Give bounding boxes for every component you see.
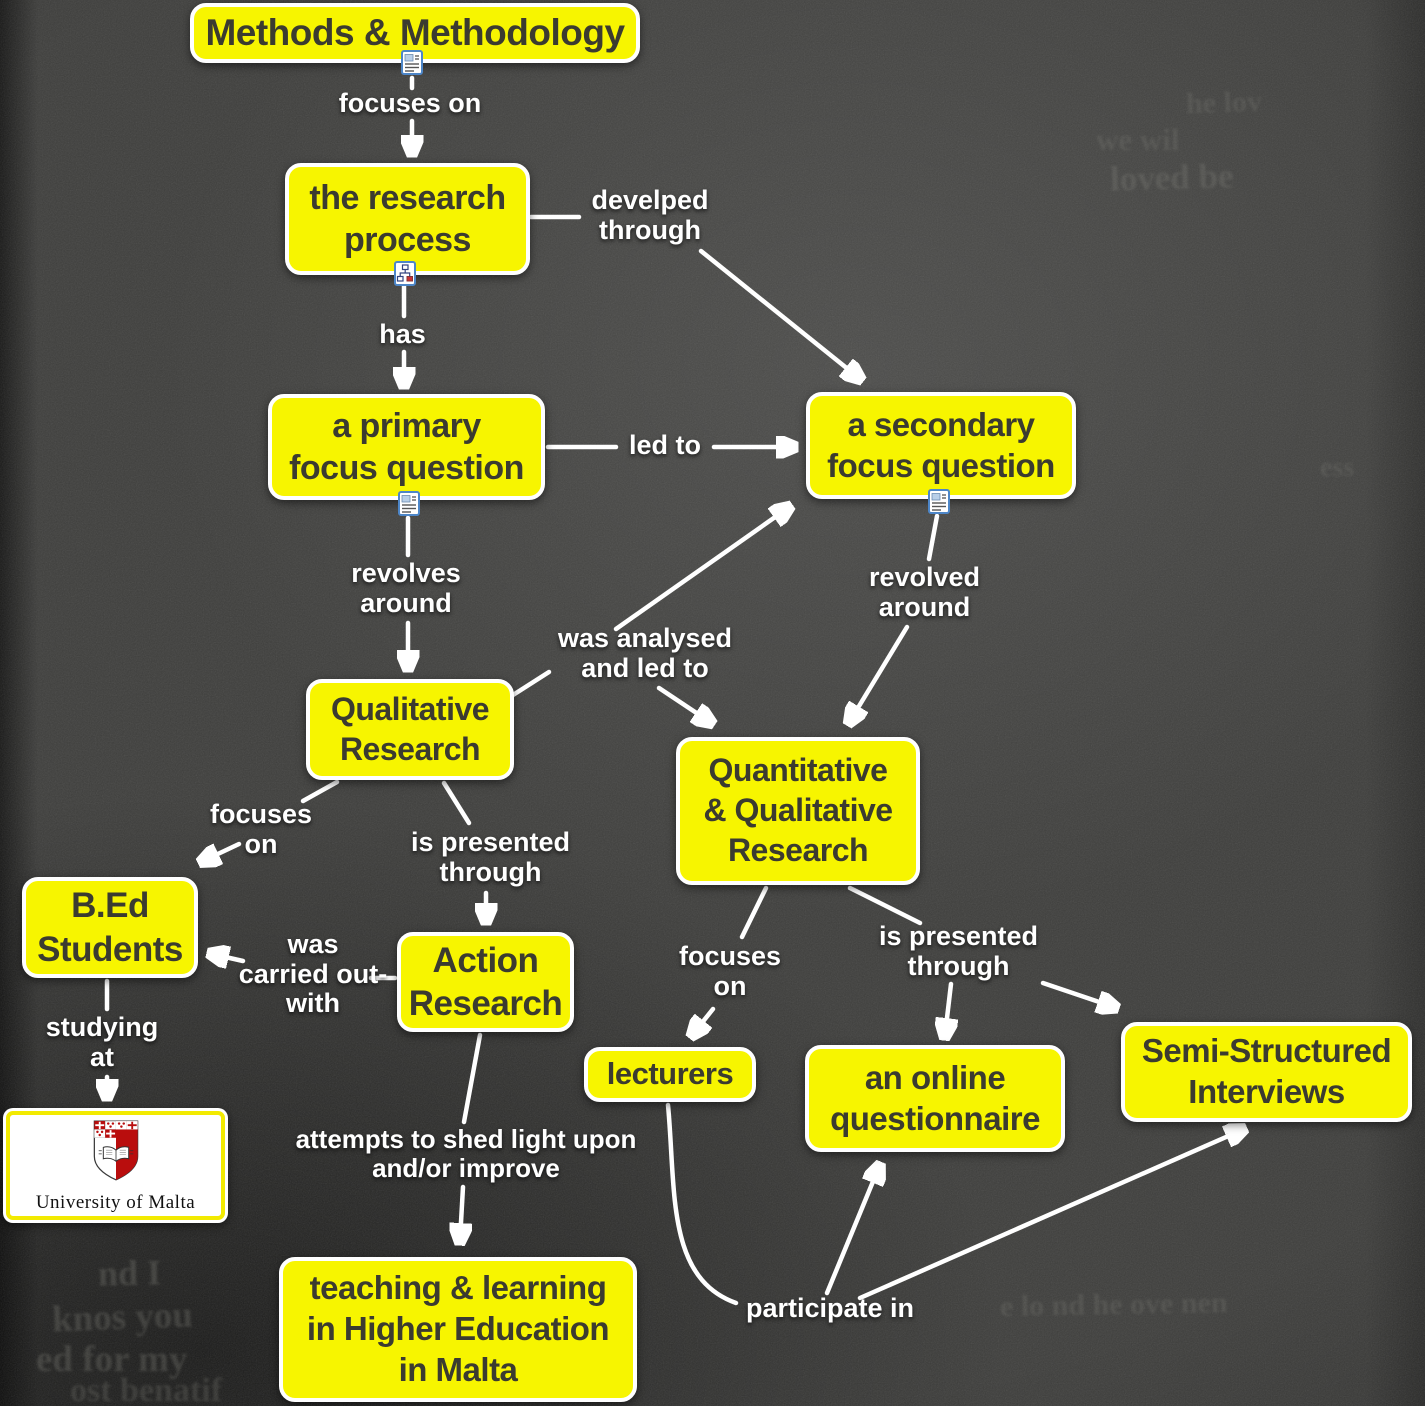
link-label-develped-through: develped through bbox=[591, 185, 709, 245]
document-resource-icon[interactable] bbox=[928, 489, 950, 514]
concept-node-primary-focus-question[interactable]: a primary focus question bbox=[268, 394, 545, 500]
link-label-focuses-on: focuses on bbox=[338, 88, 482, 118]
ghost-text: loved be bbox=[1109, 156, 1234, 199]
ghost-text: knos you bbox=[51, 1294, 194, 1341]
ghost-text: ost benatif bbox=[70, 1372, 223, 1406]
ghost-text: e lo nd he ove nen bbox=[999, 1286, 1228, 1323]
link-label-was-analysed-led-to: was analysed and led to bbox=[557, 623, 733, 683]
concept-node-lecturers[interactable]: lecturers bbox=[584, 1047, 756, 1102]
concept-node-qualitative-research[interactable]: Qualitative Research bbox=[306, 679, 514, 780]
ghost-text: nd I bbox=[97, 1252, 162, 1294]
link-label-led-to: led to bbox=[629, 430, 701, 460]
concept-map-resource-icon[interactable] bbox=[394, 261, 416, 286]
concept-node-bed-students[interactable]: B.Ed Students bbox=[22, 877, 198, 978]
ghost-text: ed for my bbox=[36, 1339, 188, 1380]
link-label-revolved-around: revolved around bbox=[868, 562, 981, 622]
link-label-revolves-around: revolves around bbox=[351, 558, 461, 618]
link-label-was-carried-out-with: was carried out- with bbox=[238, 929, 388, 1019]
ghost-text: ess bbox=[1320, 452, 1355, 483]
link-label-studying-at: studying at bbox=[45, 1012, 159, 1072]
ghost-text: he lov bbox=[1185, 84, 1263, 121]
ghost-text: we wil bbox=[1096, 122, 1180, 157]
link-label-participate-in: participate in bbox=[746, 1293, 915, 1323]
link-label-is-presented-through: is presented through bbox=[878, 921, 1039, 981]
concept-node-online-questionnaire[interactable]: an online questionnaire bbox=[805, 1045, 1065, 1152]
logo-frame: University of Malta bbox=[6, 1111, 225, 1220]
university-of-malta-logo[interactable]: University of Malta bbox=[3, 1108, 228, 1223]
concept-node-action-research[interactable]: Action Research bbox=[397, 932, 574, 1032]
document-resource-icon[interactable] bbox=[398, 491, 420, 516]
concept-node-research-process[interactable]: the research process bbox=[285, 163, 530, 275]
link-label-has: has bbox=[379, 319, 426, 349]
university-crest-icon bbox=[93, 1119, 138, 1181]
concept-node-semi-structured-interviews[interactable]: Semi-Structured Interviews bbox=[1121, 1022, 1412, 1122]
document-resource-icon[interactable] bbox=[401, 50, 423, 75]
link-label-attempts-to-shed-light: attempts to shed light upon and/or impro… bbox=[295, 1124, 637, 1183]
link-label-focuses-on: focuses on bbox=[678, 941, 782, 1001]
concept-node-teaching-learning-malta[interactable]: teaching & learning in Higher Education … bbox=[279, 1257, 637, 1402]
link-label-is-presented-through: is presented through bbox=[410, 827, 571, 887]
concept-node-secondary-focus-question[interactable]: a secondary focus question bbox=[806, 392, 1076, 499]
link-label-focuses-on: focuses on bbox=[209, 799, 313, 859]
logo-caption: University of Malta bbox=[35, 1191, 196, 1213]
concept-node-quantitative-qualitative-research[interactable]: Quantitative & Qualitative Research bbox=[676, 737, 920, 885]
